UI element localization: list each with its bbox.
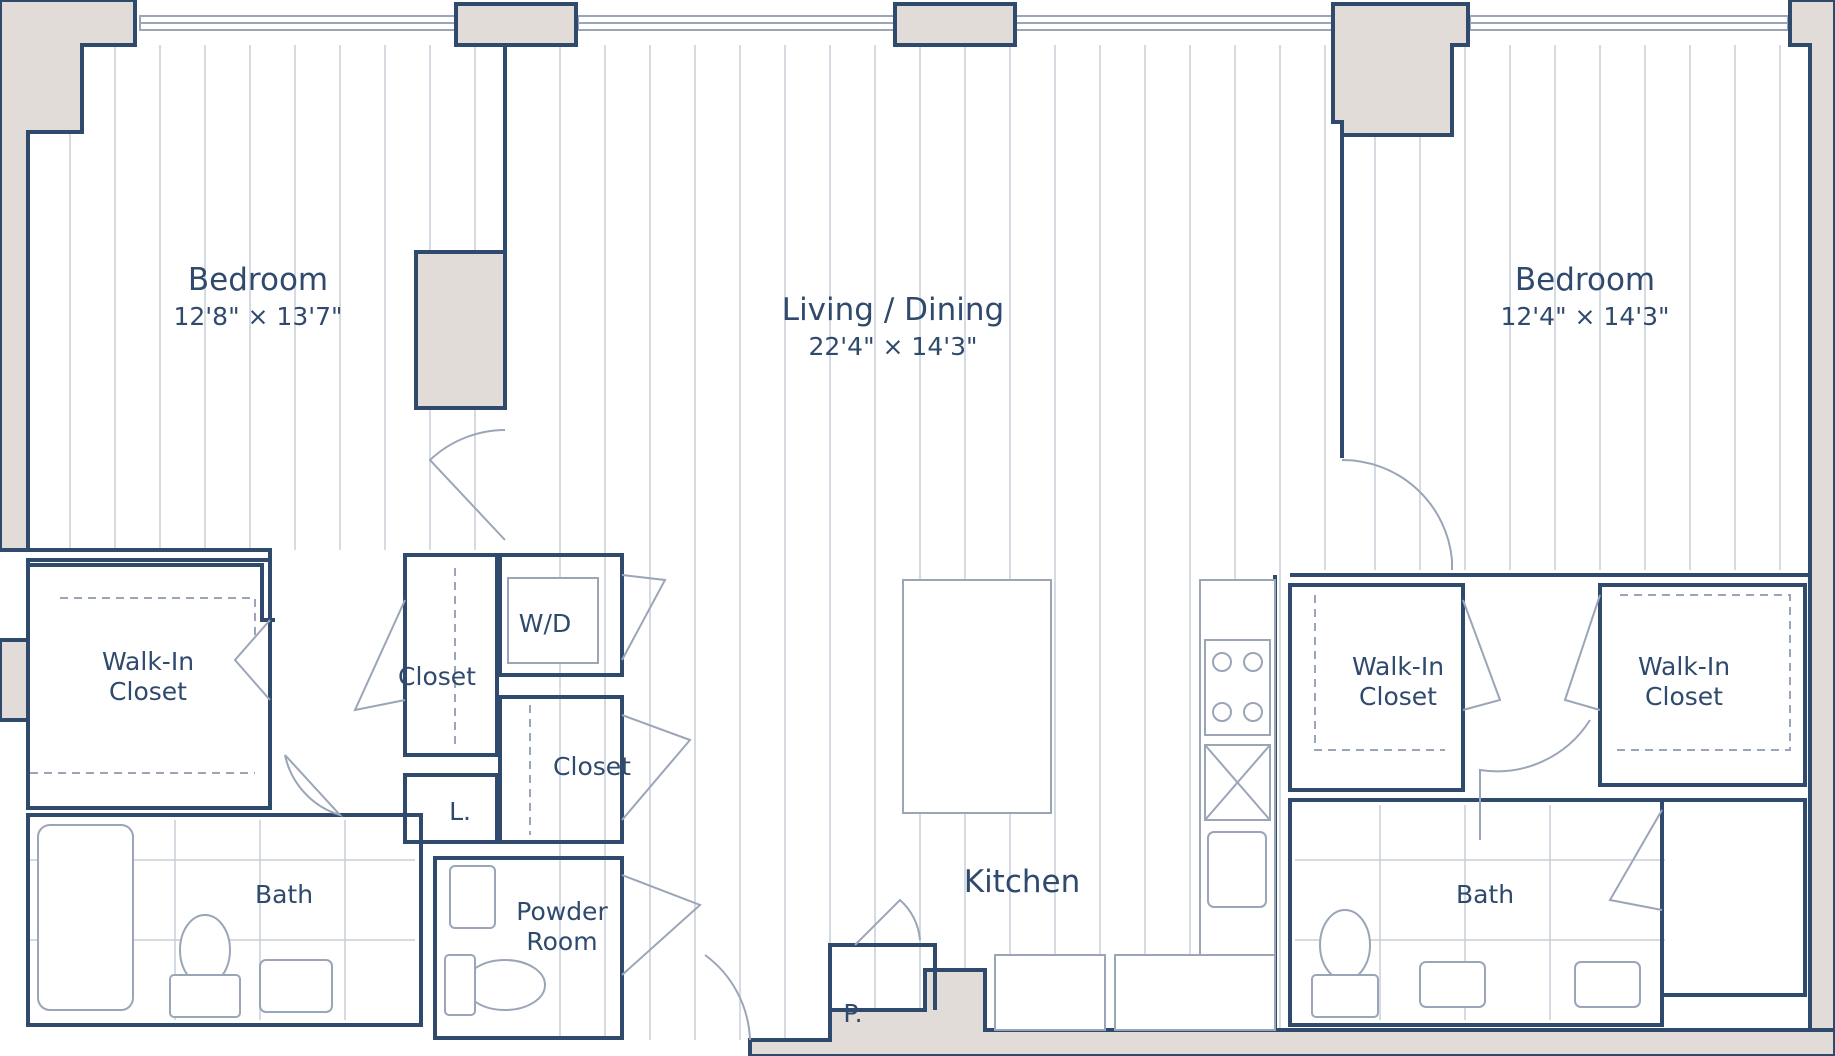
closet-shelves [30,568,1791,835]
vanity-right-2 [1574,961,1641,1008]
label-bath-right: Bath [1456,880,1514,909]
label-walkin-mid-right-1: Walk-In [1352,652,1444,681]
powder-room-walls [433,856,624,1040]
kitchen-sink [1207,831,1267,908]
washer-dryer [507,577,599,664]
windows [139,15,1789,31]
label-closet-hall: Closet [398,662,476,691]
label-bedroom-right: Bedroom [1515,262,1655,298]
closet-hall-walls [403,553,499,757]
wall-column-top-3 [1331,2,1470,137]
door-bedroom-right [1341,458,1453,570]
planks-bedroom-right [1374,45,1781,570]
door-bath-left [284,754,344,818]
door-bath-right [1479,719,1591,840]
door-pantry [854,898,921,946]
label-closet-mid: Closet [553,752,631,781]
label-wd: W/D [519,609,571,638]
label-bedroom-left: Bedroom [188,262,328,298]
label-living-dining: Living / Dining [782,292,1004,328]
walkin-closet-mid-right-walls [1288,583,1465,792]
wall-outer-bottom [748,968,1835,1056]
room-labels: Bedroom 12'8" × 13'7" Living / Dining 22… [102,262,1730,1028]
kitchen-counter-bottom-right [1114,954,1276,1031]
door-bedroom-left [428,429,506,541]
label-walkin-left-1: Walk-In [102,647,194,676]
door-shower-right [1608,809,1663,911]
door-walkin-mid-right [1462,599,1502,711]
wd-walls [498,553,624,677]
walkin-closet-left-walls [26,558,272,810]
closet-mid-walls [498,695,624,844]
kitchen-island [902,579,1052,814]
label-bath-left: Bath [255,880,313,909]
door-closet-hall [353,599,406,712]
bath-left-walls [26,813,423,1027]
sink-powder [449,865,496,929]
wall-column-top-2 [893,2,1017,47]
wall-outer-left [0,0,137,552]
floor-planks [30,45,1781,1040]
label-walkin-far-right-2: Closet [1645,682,1723,711]
shower-right-walls [1660,798,1807,997]
door-entry [704,954,751,1041]
label-walkin-far-right-1: Walk-In [1638,652,1730,681]
wall-column-top-1 [454,2,578,47]
label-walkin-mid-right-2: Closet [1359,682,1437,711]
door-swings [233,429,1663,1041]
wall-column-mid [414,250,507,410]
stove [1204,639,1271,736]
vanity-right-1 [1419,961,1486,1008]
vanity-left [259,959,333,1013]
dims-bedroom-left: 12'8" × 13'7" [173,302,342,331]
linen-walls [403,773,499,844]
walls-interior [26,45,1810,1040]
label-walkin-left-2: Closet [109,677,187,706]
label-powder-room-2: Room [526,927,597,956]
kitchen-counter-bottom-left [994,954,1106,1031]
planks-living [559,45,1326,1040]
dims-living-dining: 22'4" × 14'3" [808,332,977,361]
wall-outer-right [1788,0,1835,1056]
door-walkin-left [233,619,271,701]
label-pantry: P. [843,999,862,1028]
fixtures [37,577,1641,1031]
walkin-closet-far-right-walls [1598,583,1807,787]
toilet-powder [464,959,546,1011]
toilet-right [1319,909,1371,981]
wall-left-pier [0,638,30,722]
door-powder [621,874,702,976]
dims-bedroom-right: 12'4" × 14'3" [1500,302,1669,331]
label-powder-room-1: Powder [516,897,608,926]
door-wd [621,574,667,661]
label-kitchen: Kitchen [964,864,1081,900]
door-walkin-far-right [1563,594,1601,711]
bathtub-left [37,824,134,1011]
label-linen: L. [449,797,471,826]
door-closet-mid [621,714,692,821]
